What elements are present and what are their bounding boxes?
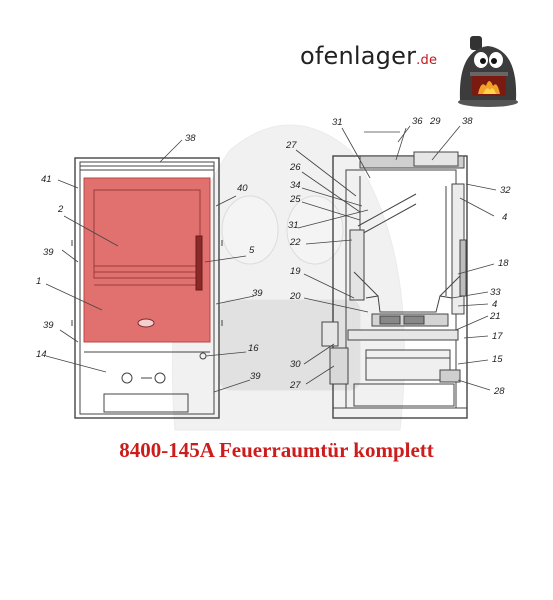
side-leaders [295, 125, 497, 391]
callout-29: 29 [429, 116, 441, 127]
logo-text: ofenlager.de [300, 42, 437, 70]
callout-21: 21 [489, 311, 501, 322]
callout-30: 30 [290, 359, 301, 370]
callout-1: 1 [36, 276, 41, 287]
callout-16: 16 [248, 343, 259, 354]
callout-19: 19 [290, 266, 301, 277]
callout-40: 40 [237, 183, 248, 194]
callout-39-d: 39 [250, 371, 261, 382]
logo-brand: ofenlager [300, 42, 417, 70]
callout-2: 2 [57, 204, 64, 215]
callout-4-a: 4 [502, 212, 507, 223]
front-view [71, 157, 223, 419]
callout-18: 18 [498, 258, 509, 269]
product-caption: 8400-145A Feuerraumtür komplett [119, 438, 434, 462]
door-handle [195, 235, 203, 291]
callout-20: 20 [289, 291, 301, 302]
callout-36: 36 [412, 116, 423, 127]
callout-41: 41 [41, 174, 52, 185]
callout-15: 15 [492, 354, 503, 365]
callout-27-a: 27 [285, 140, 297, 151]
callout-14: 14 [36, 349, 47, 360]
logo-tld: .de [416, 53, 438, 68]
callout-26: 26 [289, 162, 301, 173]
side-view [321, 151, 468, 419]
callout-32: 32 [500, 185, 511, 196]
callout-38-side: 38 [462, 116, 473, 127]
front-leaders [45, 139, 255, 393]
callout-28: 28 [493, 386, 505, 397]
callout-33: 33 [490, 287, 501, 298]
ofenlager-logo: ofenlager.de [300, 28, 530, 108]
callout-31-b: 31 [288, 220, 299, 231]
callout-39-b: 39 [252, 288, 263, 299]
callout-25: 25 [289, 194, 301, 205]
callout-31-a: 31 [332, 117, 343, 128]
callout-4-b: 4 [492, 299, 497, 310]
callout-39-a: 39 [43, 247, 54, 258]
callout-5: 5 [249, 245, 255, 256]
callout-34: 34 [290, 180, 301, 191]
callout-39-c: 39 [43, 320, 54, 331]
callout-17: 17 [492, 331, 503, 342]
stove-mascot-icon [458, 36, 518, 107]
callout-22: 22 [289, 237, 301, 248]
door-highlight [83, 177, 211, 343]
callout-38: 38 [185, 133, 196, 144]
side-callouts: 31 36 29 38 27 26 34 32 25 4 31 22 18 19… [285, 116, 511, 397]
callout-27-b: 27 [289, 380, 301, 391]
front-callouts: 38 41 2 40 5 39 39 1 39 16 14 39 [36, 133, 263, 382]
